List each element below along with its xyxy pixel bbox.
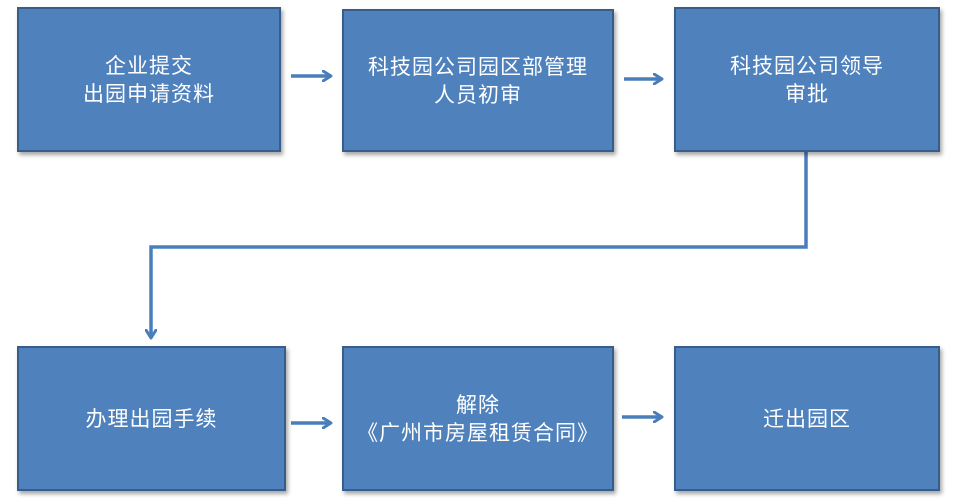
- arrow-leader-approval-to-exit-procedure: [151, 152, 808, 338]
- step-terminate-contract-line-2: 《广州市房屋租赁合同》: [357, 420, 599, 445]
- step-terminate-contract: 解除 《广州市房屋租赁合同》: [342, 346, 614, 491]
- step-terminate-contract-line-1: 解除: [456, 392, 500, 417]
- step-exit-procedure-line-1: 办理出园手续: [85, 406, 218, 431]
- step-leader-approval-line-1: 科技园公司领导: [730, 53, 884, 78]
- step-submit-application: 企业提交 出园申请资料: [17, 7, 281, 152]
- step-initial-review-line-1: 科技园公司园区部管理: [368, 54, 588, 79]
- step-initial-review-line-2: 人员初审: [434, 82, 522, 107]
- step-relocate-line-1: 迁出园区: [763, 406, 851, 431]
- step-submit-application-line-2: 出园申请资料: [83, 81, 215, 106]
- step-relocate: 迁出园区: [674, 346, 940, 491]
- step-submit-application-line-1: 企业提交: [105, 53, 193, 78]
- step-leader-approval-line-2: 审批: [785, 81, 829, 106]
- step-initial-review: 科技园公司园区部管理 人员初审: [342, 9, 614, 152]
- step-leader-approval: 科技园公司领导 审批: [674, 7, 940, 152]
- step-exit-procedure: 办理出园手续: [17, 346, 286, 491]
